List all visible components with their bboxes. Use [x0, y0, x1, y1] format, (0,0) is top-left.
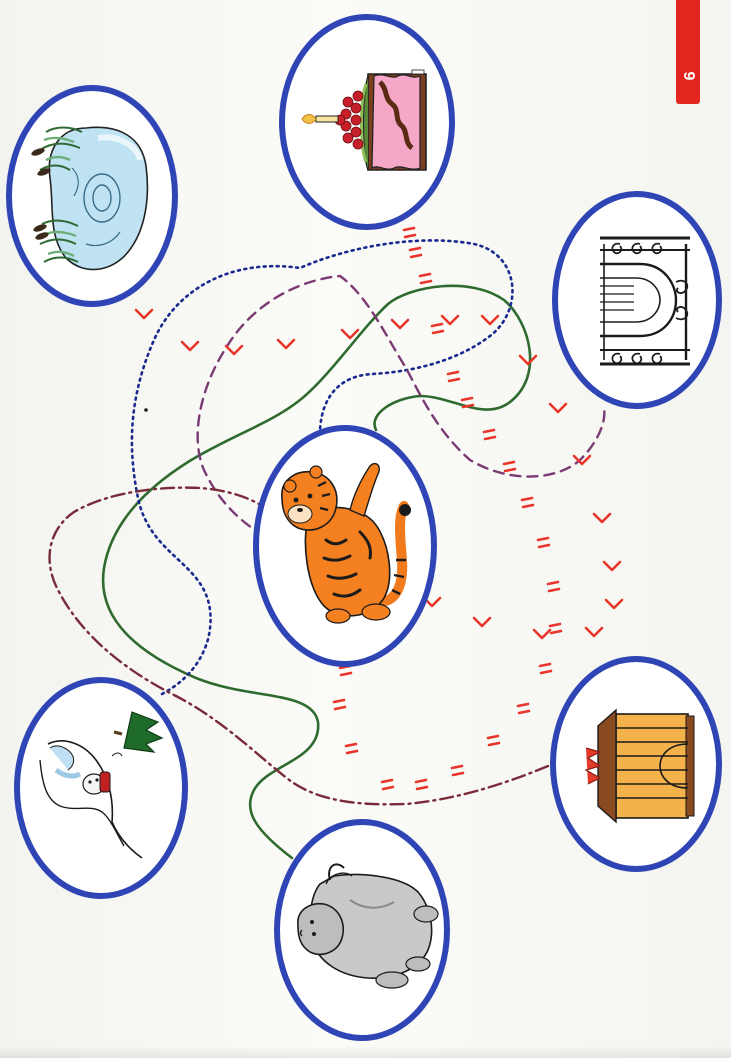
- chevron-marker: [518, 354, 538, 366]
- double-marker: [546, 580, 561, 593]
- double-marker: [538, 662, 553, 675]
- chevron-marker: [592, 512, 612, 524]
- birthday-cake-icon: [301, 69, 427, 171]
- double-marker: [516, 702, 531, 715]
- chevron-marker: [134, 308, 154, 320]
- circle-frame: [14, 677, 188, 899]
- double-marker: [344, 742, 359, 755]
- double-marker: [408, 246, 423, 259]
- pond-with-reeds-icon: [31, 126, 149, 271]
- double-marker: [332, 698, 347, 711]
- snowy-hill-with-tree-icon: [39, 711, 164, 859]
- chevron-marker: [390, 318, 410, 330]
- chevron-marker: [548, 402, 568, 414]
- circle-frame: [279, 14, 455, 230]
- ink-dot: [144, 408, 148, 412]
- tiger-icon: [281, 462, 411, 624]
- path-green-solid: [101, 284, 532, 860]
- chevron-marker: [480, 314, 500, 326]
- picture-tiger: [253, 425, 437, 667]
- path-purple-dashed: [196, 274, 606, 538]
- chevron-marker: [572, 454, 592, 466]
- double-marker: [380, 778, 395, 791]
- double-marker: [486, 734, 501, 747]
- circle-frame: [274, 819, 450, 1041]
- chevron-marker: [604, 598, 624, 610]
- double-marker: [418, 272, 433, 285]
- paper-edge-shadow: [0, 1046, 731, 1058]
- picture-pond: [6, 85, 178, 307]
- double-marker: [338, 664, 353, 677]
- circle-frame: [552, 191, 722, 409]
- picture-cake: [279, 14, 455, 230]
- circle-frame: [6, 85, 178, 307]
- double-marker: [482, 428, 497, 441]
- ornate-gate-icon: [600, 236, 690, 366]
- maze-paths: [48, 239, 606, 860]
- picture-cage: [550, 656, 722, 872]
- circus-cage-icon: [584, 708, 695, 824]
- path-brown-dashdot: [48, 486, 550, 806]
- double-marker: [430, 322, 445, 335]
- chevron-marker: [532, 628, 552, 640]
- chevron-marker: [340, 328, 360, 340]
- chevron-marker: [584, 626, 604, 638]
- circle-frame: [550, 656, 722, 872]
- picture-gate: [552, 191, 722, 409]
- double-marker: [536, 536, 551, 549]
- chevron-marker: [276, 338, 296, 350]
- double-marker: [548, 622, 563, 635]
- chevron-marker: [180, 340, 200, 352]
- double-marker: [450, 764, 465, 777]
- chevron-marker: [602, 560, 622, 572]
- red-chevron-markers: [134, 308, 624, 640]
- picture-snowy-hill: [14, 677, 188, 899]
- chevron-marker: [224, 344, 244, 356]
- chevron-marker: [440, 314, 460, 326]
- double-marker: [460, 396, 475, 409]
- page-number: 9: [680, 71, 697, 81]
- double-marker: [402, 226, 417, 239]
- circle-frame: [253, 425, 437, 667]
- double-marker: [502, 460, 517, 473]
- path-blue-dotted: [130, 239, 514, 696]
- lioness-icon: [297, 863, 439, 989]
- page-number-tab: 9: [676, 0, 700, 104]
- chevron-marker: [472, 616, 492, 628]
- picture-lioness: [274, 819, 450, 1041]
- double-marker: [414, 778, 429, 791]
- double-marker: [446, 370, 461, 383]
- double-marker: [520, 496, 535, 509]
- red-double-markers: [332, 226, 563, 791]
